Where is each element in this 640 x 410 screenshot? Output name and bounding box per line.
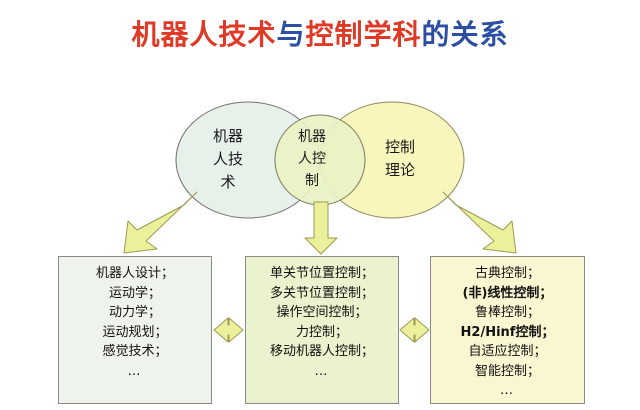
robot-control-topic-line: 移动机器人控制；	[269, 344, 374, 359]
venn-label-line: 术	[220, 173, 236, 191]
control-theory-topic-line: 古典控制；	[474, 266, 540, 281]
venn-label-robot-control: 机器 人控 制	[292, 126, 332, 192]
venn-label-line: 制	[305, 173, 319, 189]
robot-control-topic-line: 操作空间控制；	[276, 305, 368, 320]
page-title: 机器人技术与控制学科的关系	[0, 18, 640, 52]
double-arrow-horizontal-right-icon	[399, 317, 430, 343]
robot-control-topic-line: 单关节位置控制；	[269, 266, 374, 281]
title-segment-1: 机器人技术	[131, 18, 277, 51]
robot-control-topic-line: 多关节位置控制；	[269, 285, 374, 301]
control-theory-topic-line: H2/Hinf控制；	[460, 324, 555, 340]
arrow-down-left-icon	[123, 191, 198, 254]
control-theory-topic-line: …	[500, 383, 515, 398]
control-theory-topic-line: 自适应控制；	[468, 344, 547, 359]
control-theory-topic-line: 智能控制；	[474, 363, 540, 379]
robot-technology-topic-line: 运动规划；	[102, 324, 168, 340]
robot-technology-topic-line: 感觉技术；	[102, 344, 168, 359]
venn-label-control-theory: 控制 理论	[366, 136, 434, 182]
control-theory-topic-line: 鲁棒控制；	[474, 305, 540, 320]
venn-label-line: 人控	[298, 151, 326, 167]
venn-label-line: 人技	[212, 150, 243, 168]
venn-label-robot-technology: 机器 人技 术	[196, 125, 260, 194]
double-arrow-horizontal-left-icon	[213, 317, 244, 343]
robot-technology-topic-line: 机器人设计；	[95, 266, 174, 281]
arrow-down-right-icon	[442, 191, 517, 254]
title-segment-3: 控制学科	[305, 18, 422, 51]
box-control-theory-topics[interactable]: 古典控制； (非)线性控制； 鲁棒控制； H2/Hinf控制； 自适应控制； 智能控制； …	[430, 256, 585, 404]
robot-technology-topic-line: 动力学；	[108, 305, 161, 320]
venn-label-line: 理论	[384, 161, 415, 179]
arrow-down-icon	[304, 201, 338, 255]
robot-technology-topic-line: 运动学；	[108, 285, 161, 301]
box-robot-control-topics[interactable]: 单关节位置控制； 多关节位置控制； 操作空间控制； 力控制； 移动机器人控制； …	[245, 256, 399, 404]
venn-label-line: 机器	[298, 129, 326, 145]
venn-label-line: 机器	[212, 127, 243, 145]
robot-control-topic-line: 力控制；	[295, 324, 348, 340]
title-segment-4: 的关系	[421, 18, 509, 51]
robot-control-topic-line: …	[314, 363, 330, 379]
robot-technology-topic-line: …	[127, 363, 143, 379]
title-segment-2: 与	[276, 18, 306, 51]
box-robot-technology-topics[interactable]: 机器人设计； 运动学； 动力学； 运动规划； 感觉技术； …	[58, 256, 212, 404]
venn-label-line: 控制	[384, 138, 415, 156]
control-theory-topic-line: (非)线性控制；	[462, 285, 553, 301]
